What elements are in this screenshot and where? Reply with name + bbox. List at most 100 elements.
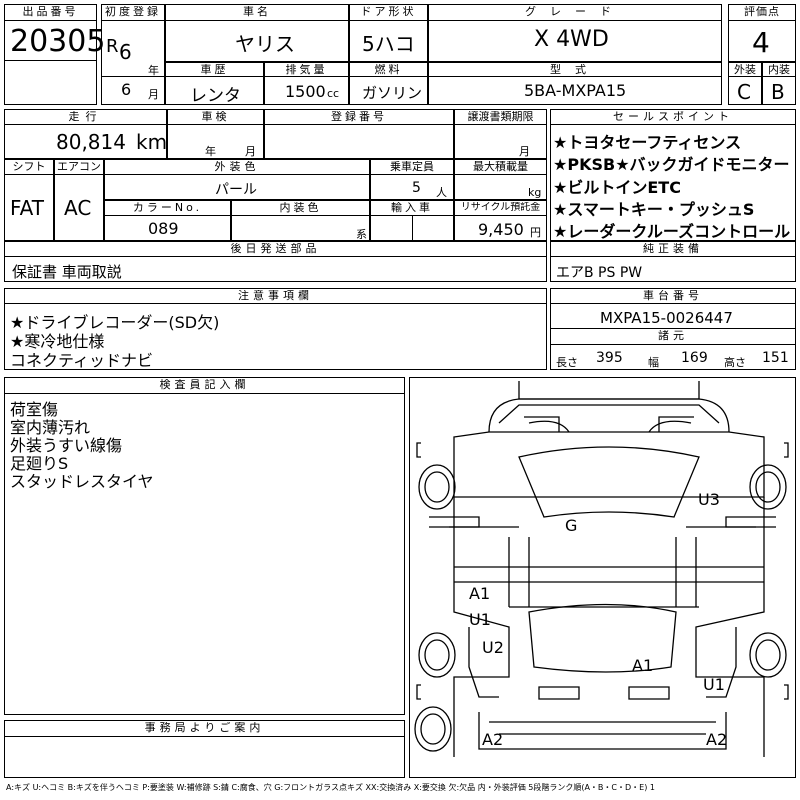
displacement: 1500 <box>285 82 326 101</box>
legend: A:キズ U:ヘコミ B:キズを伴うヘコミ P:要塗装 W:補修跡 S:錆 C:… <box>6 783 655 792</box>
displacement-cell <box>264 62 349 105</box>
plate-cell <box>264 109 454 159</box>
office-cell <box>4 720 405 778</box>
damage-mark-u2: U2 <box>482 638 504 657</box>
model-label: 型式 <box>550 64 600 76</box>
color-no-label: カラーNo. <box>132 202 203 214</box>
transfer-cell <box>454 109 547 159</box>
capacity-unit: 人 <box>436 186 447 199</box>
inspection-month-unit: 月 <box>245 145 256 158</box>
mileage-unit: km <box>136 130 168 154</box>
inspector-item: スタッドレスタイヤ <box>10 472 154 491</box>
inspector-item: 足廻りS <box>10 454 69 473</box>
interior-label: 内装 <box>768 64 790 76</box>
car-name-cell <box>165 4 349 62</box>
load-unit: kg <box>528 186 542 199</box>
width-label: 幅 <box>648 356 659 369</box>
car-diagram-svg <box>414 381 789 757</box>
era: R <box>106 36 119 57</box>
year-unit: 年 <box>148 64 159 77</box>
month-unit: 月 <box>148 88 159 101</box>
recycle-amount: 9,450 <box>478 220 524 239</box>
mileage-label: 走行 <box>68 111 103 123</box>
later-parts-cell <box>4 241 547 282</box>
ac-label: エアコン <box>57 161 101 173</box>
chassis-number: MXPA15-0026447 <box>600 309 733 327</box>
equipment: エアB PS PW <box>556 265 643 281</box>
shift-label: シフト <box>12 161 46 173</box>
note-item: コネクティッドナビ <box>10 351 154 370</box>
exterior-grade: C <box>737 80 751 104</box>
notes-label: 注意事項欄 <box>238 290 313 302</box>
sales-point-item: ★PKSB★バックガイドモニター <box>553 155 790 174</box>
note-item: ★寒冷地仕様 <box>10 332 105 351</box>
sales-points-label: セールスポイント <box>613 111 733 123</box>
ac-cell <box>54 159 104 241</box>
load-label: 最大積載量 <box>473 161 528 173</box>
width: 169 <box>681 350 708 366</box>
door-cell <box>349 4 428 62</box>
plate-label: 登録番号 <box>331 111 387 123</box>
model: 5BA-MXPA15 <box>524 81 627 100</box>
sales-point-item: ★ビルトインETC <box>553 178 681 197</box>
grade-label: グレード <box>525 6 625 18</box>
spec-label: 諸元 <box>658 330 688 342</box>
import-label: 輸入車 <box>391 202 433 214</box>
exterior-label: 外装 <box>734 64 756 76</box>
int-color-unit: 系 <box>356 228 367 241</box>
inspector-item: 荷室傷 <box>10 400 59 419</box>
first-reg-label: 初度登録 <box>105 6 161 18</box>
load-cell <box>454 159 547 200</box>
damage-diagram <box>409 377 796 778</box>
interior-grade: B <box>771 80 785 104</box>
damage-mark-a1-right: A1 <box>632 656 654 675</box>
lot-number: 20305 <box>10 24 106 59</box>
chassis-cell <box>550 288 796 370</box>
displacement-unit: cc <box>327 87 340 100</box>
damage-mark-g: G <box>565 516 578 535</box>
color-cell <box>104 159 370 200</box>
score-label: 評価点 <box>744 6 780 18</box>
ac: AC <box>64 196 92 220</box>
damage-mark-u1-right: U1 <box>703 675 725 694</box>
damage-mark-u1-left: U1 <box>469 610 491 629</box>
color-no: 089 <box>148 219 179 238</box>
sales-point-item: ★スマートキー・プッシュS <box>553 200 755 219</box>
inspection-year-unit: 年 <box>205 145 216 158</box>
inspector-label: 検査員記入欄 <box>159 379 250 391</box>
door-label: ドア形状 <box>360 6 417 18</box>
door-type: 5ハコ <box>362 32 415 56</box>
lot-number-label: 出品番号 <box>22 6 79 18</box>
score: 4 <box>752 26 770 59</box>
mileage-cell <box>4 109 167 159</box>
capacity: 5 <box>412 180 421 196</box>
recycle-label: リサイクル預託金 <box>460 202 541 213</box>
sales-point-item: ★トヨタセーフティセンス <box>553 133 742 152</box>
fuel-label: 燃料 <box>374 64 403 76</box>
sales-points-cell <box>550 109 796 241</box>
inspector-item: 外装うすい線傷 <box>10 436 123 455</box>
month: 6 <box>121 80 132 99</box>
score-cell <box>728 4 796 62</box>
office-label: 事務局よりご案内 <box>144 722 265 734</box>
height: 151 <box>762 350 789 366</box>
later-parts: 保証書 車両取説 <box>12 263 122 281</box>
length-label: 長さ <box>556 356 578 369</box>
color-no-cell <box>104 200 231 241</box>
inspection-label: 車検 <box>201 111 230 123</box>
equipment-label: 純正装備 <box>643 243 703 255</box>
notes-cell <box>4 288 547 370</box>
damage-mark-a2-right: A2 <box>706 730 728 749</box>
shift: FAT <box>10 196 45 220</box>
fuel-cell <box>349 62 428 105</box>
mileage: 80,814 <box>56 130 126 154</box>
damage-mark-a1-left: A1 <box>469 584 491 603</box>
lot-number-cell <box>4 4 97 105</box>
history-label: 車歴 <box>200 64 229 76</box>
color-label: 外装色 <box>214 161 260 173</box>
model-cell <box>428 62 722 105</box>
displacement-label: 排気量 <box>285 64 328 76</box>
history-cell <box>165 62 264 105</box>
inspection-cell <box>167 109 264 159</box>
later-parts-label: 後日発送部品 <box>230 243 321 255</box>
